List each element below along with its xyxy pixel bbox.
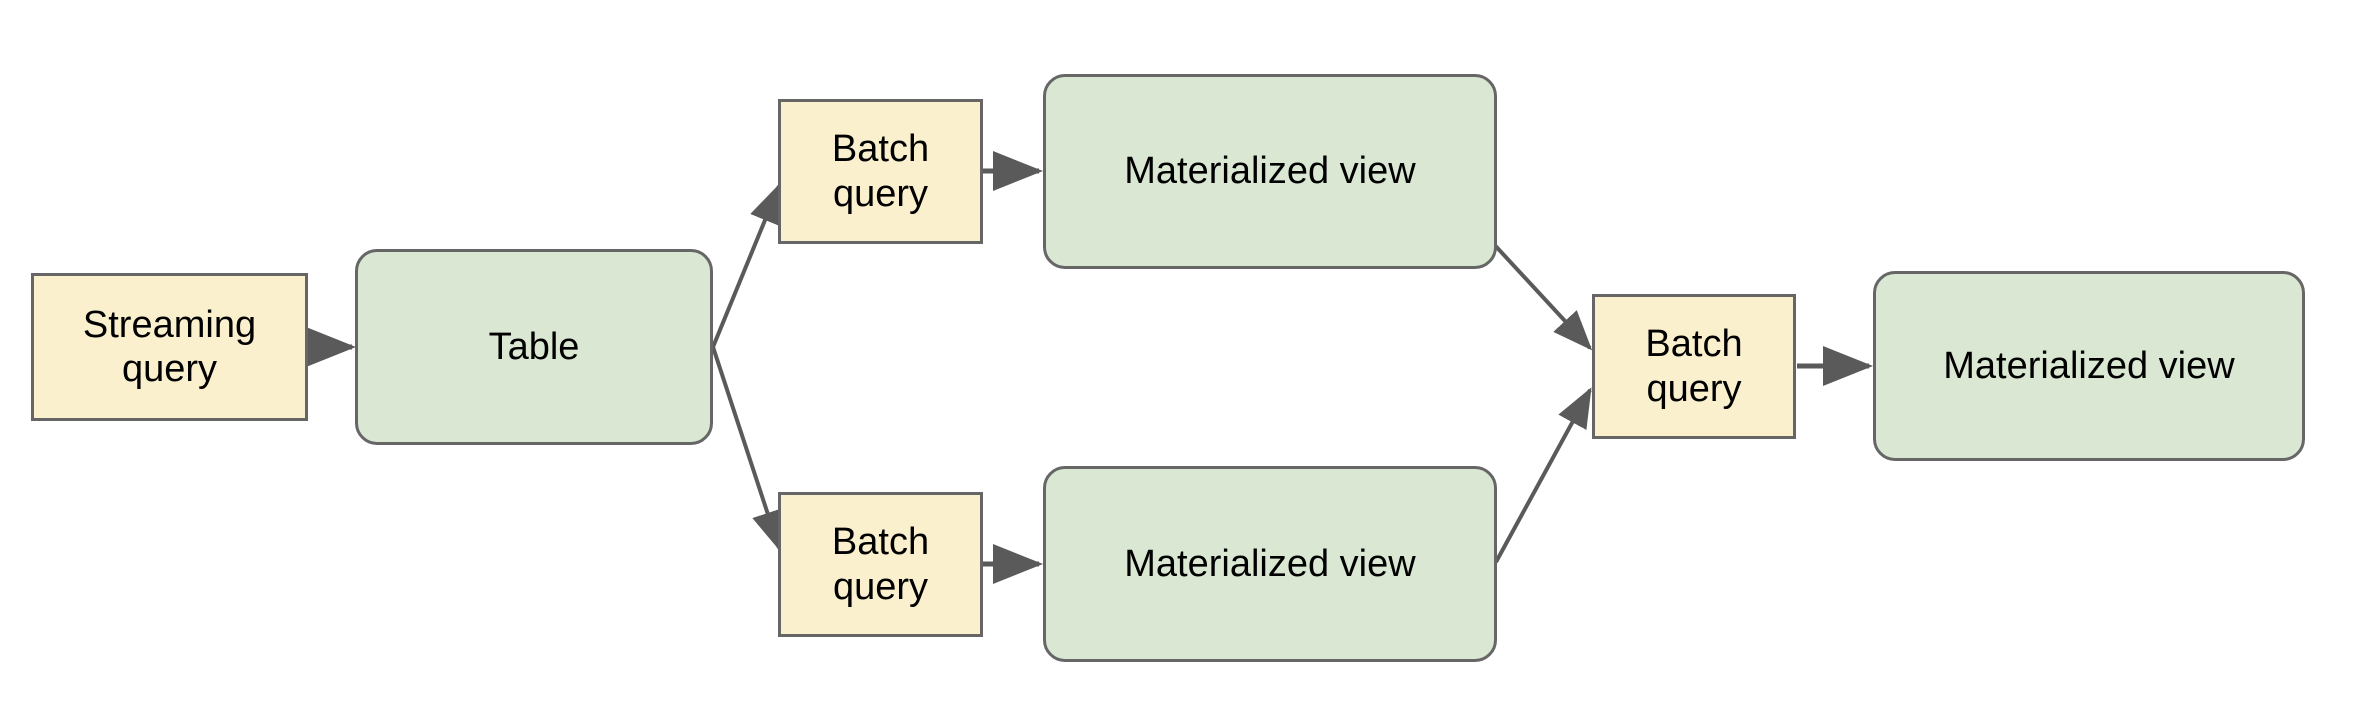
edge-table-to-batch-query-top	[711, 183, 781, 348]
node-table[interactable]: Table	[355, 249, 713, 445]
node-batch-query-top-label: Batch query	[831, 128, 930, 215]
node-materialized-view-bottom[interactable]: Materialized view	[1043, 466, 1497, 662]
node-materialized-view-top-label: Materialized view	[1124, 150, 1416, 193]
node-batch-query-merge[interactable]: Batch query	[1592, 294, 1796, 439]
edge-materialized-view-bottom-to-batch-query-merge	[1494, 387, 1592, 563]
node-batch-query-merge-label: Batch query	[1645, 323, 1743, 410]
node-batch-query-bottom-label: Batch query	[831, 521, 930, 608]
node-streaming-query-label: Streaming query	[82, 303, 257, 390]
node-materialized-view-top[interactable]: Materialized view	[1043, 74, 1497, 269]
node-materialized-view-bottom-label: Materialized view	[1124, 542, 1416, 585]
edge-materialized-view-top-to-batch-query-merge	[1488, 238, 1593, 351]
edge-table-to-batch-query-bottom	[711, 346, 783, 552]
node-batch-query-top[interactable]: Batch query	[778, 99, 983, 244]
node-materialized-view-final[interactable]: Materialized view	[1873, 271, 2305, 461]
node-batch-query-bottom[interactable]: Batch query	[778, 492, 983, 637]
node-materialized-view-final-label: Materialized view	[1943, 344, 2235, 387]
node-table-label: Table	[488, 325, 580, 368]
node-streaming-query[interactable]: Streaming query	[31, 273, 308, 421]
